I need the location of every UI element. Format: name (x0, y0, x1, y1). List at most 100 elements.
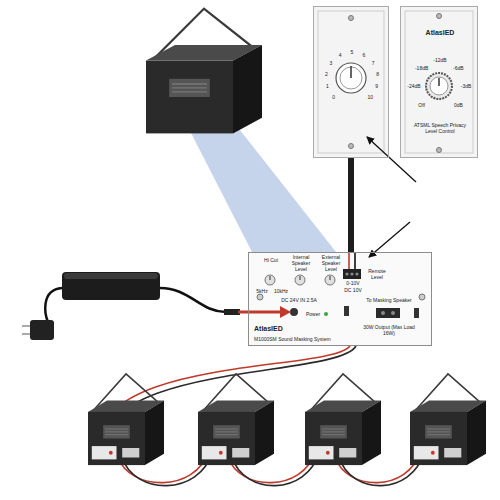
leader-arrows (367, 137, 416, 182)
model-label: M1000SM Sound Masking System (254, 337, 331, 343)
masking-speaker (88, 374, 164, 465)
control-panel-body (414, 308, 419, 318)
power-adapter (224, 309, 240, 315)
dial-number: 10 (368, 95, 374, 101)
signal-label: 0-10V (346, 281, 359, 287)
volume-plate-body (349, 144, 354, 149)
control-panel-body (248, 252, 432, 346)
speaker-back-panel (92, 446, 140, 459)
level-plate-body (426, 73, 452, 99)
control-panel-body (344, 306, 349, 316)
control-panel-body (270, 276, 271, 280)
control-label: Internal Speaker Level (287, 255, 315, 272)
masking-speaker (198, 374, 274, 465)
power-adapter (160, 288, 226, 312)
volume-plate-body (318, 11, 384, 153)
control-panel-body (330, 276, 331, 280)
control-panel-body (354, 252, 356, 270)
dial-number: 7 (372, 61, 375, 67)
control-panel-body (257, 294, 263, 300)
switch-label: 5kHz (256, 289, 267, 295)
power-label: Power (306, 312, 320, 318)
control-panel-body (348, 252, 350, 270)
masking-control-panel: Hi Cut 5kHz 10kHz Internal Speaker LevelExt… (248, 252, 432, 346)
control-panel-body (325, 275, 335, 285)
brand-logo: AtlasIED (426, 29, 455, 37)
level-label: -24dB (407, 84, 420, 90)
volume-plate-body (336, 63, 366, 93)
speaker-back-panel (202, 446, 250, 459)
output-label: To Masking Speaker (366, 298, 411, 304)
control-panel-body (355, 272, 358, 275)
level-plate-body (430, 77, 448, 95)
control-panel-body (381, 311, 385, 315)
control-panel-body (419, 294, 425, 300)
level-label: -18dB (415, 66, 428, 72)
switch-label: 10kHz (274, 289, 288, 295)
volume-wall-plate: 01 234 5 6 78 910 (313, 6, 389, 158)
power-arrow (238, 306, 291, 318)
control-panel-body (350, 272, 353, 275)
daisy-chained-speakers (88, 374, 486, 465)
dial-number: 3 (330, 61, 333, 67)
power-adapter (45, 288, 62, 322)
control-panel-body (345, 272, 348, 275)
power-arrow (238, 311, 282, 314)
dial-number: 5 (351, 50, 354, 56)
volume-plate-body (349, 16, 354, 21)
volume-plate-body (313, 6, 389, 158)
volume-plate-body (350, 66, 352, 78)
power-rating: DC 24V IN 2.5A (281, 298, 317, 304)
level-plate-body (438, 78, 440, 86)
dial-number: 2 (325, 72, 328, 78)
control-cable (348, 158, 354, 252)
speaker-back-panel (414, 446, 462, 459)
power-adapter (62, 272, 160, 300)
control-panel-body (248, 252, 432, 346)
level-plate-body (400, 6, 478, 158)
level-plate-body (400, 6, 478, 158)
output-rating: 30W Output (Max Load 16W) (361, 325, 417, 337)
volume-plate-body (340, 67, 362, 89)
control-panel-body (376, 308, 400, 318)
power-adapter (30, 320, 54, 340)
level-control-plate: AtlasIEDOff-24dB-18dB-12dB-6dB-3dB0dBATS… (400, 6, 478, 158)
control-panel-body (265, 275, 275, 285)
level-plate-body (437, 14, 442, 19)
control-label: Hi Cut (264, 258, 278, 264)
level-label: Off (418, 103, 425, 109)
level-plate-body (437, 148, 442, 153)
control-panel-body (324, 312, 328, 316)
control-panel-body (295, 275, 305, 285)
dial-number: 0 (332, 95, 335, 101)
masking-speaker (410, 374, 486, 465)
masking-speaker (305, 374, 381, 465)
power-adapter (22, 333, 30, 335)
control-panel-body (343, 269, 361, 279)
level-plate-body (405, 11, 473, 153)
dial-number: 9 (375, 84, 378, 90)
speaker-back-panel (309, 446, 357, 459)
dial-number: 6 (362, 53, 365, 59)
level-label: -6dB (453, 66, 464, 72)
volume-plate-body (313, 6, 389, 158)
dial-number: 1 (326, 84, 329, 90)
top-speaker (146, 9, 262, 134)
dial-number: 8 (376, 72, 379, 78)
level-label: -12dB (433, 58, 446, 64)
control-panel-body (290, 308, 298, 316)
model-label: ATSML Speech Privacy Level Control (409, 123, 471, 135)
dial-number: 4 (339, 53, 342, 59)
leader-arrows (367, 137, 416, 257)
power-arrow (280, 306, 291, 318)
brand-logo: AtlasIED (254, 325, 283, 333)
control-panel-body (391, 311, 395, 315)
terminal-label: Remote Level (364, 269, 390, 281)
control-label: External Speaker Level (317, 255, 345, 272)
control-panel-body (300, 276, 301, 280)
power-adapter (64, 273, 158, 279)
